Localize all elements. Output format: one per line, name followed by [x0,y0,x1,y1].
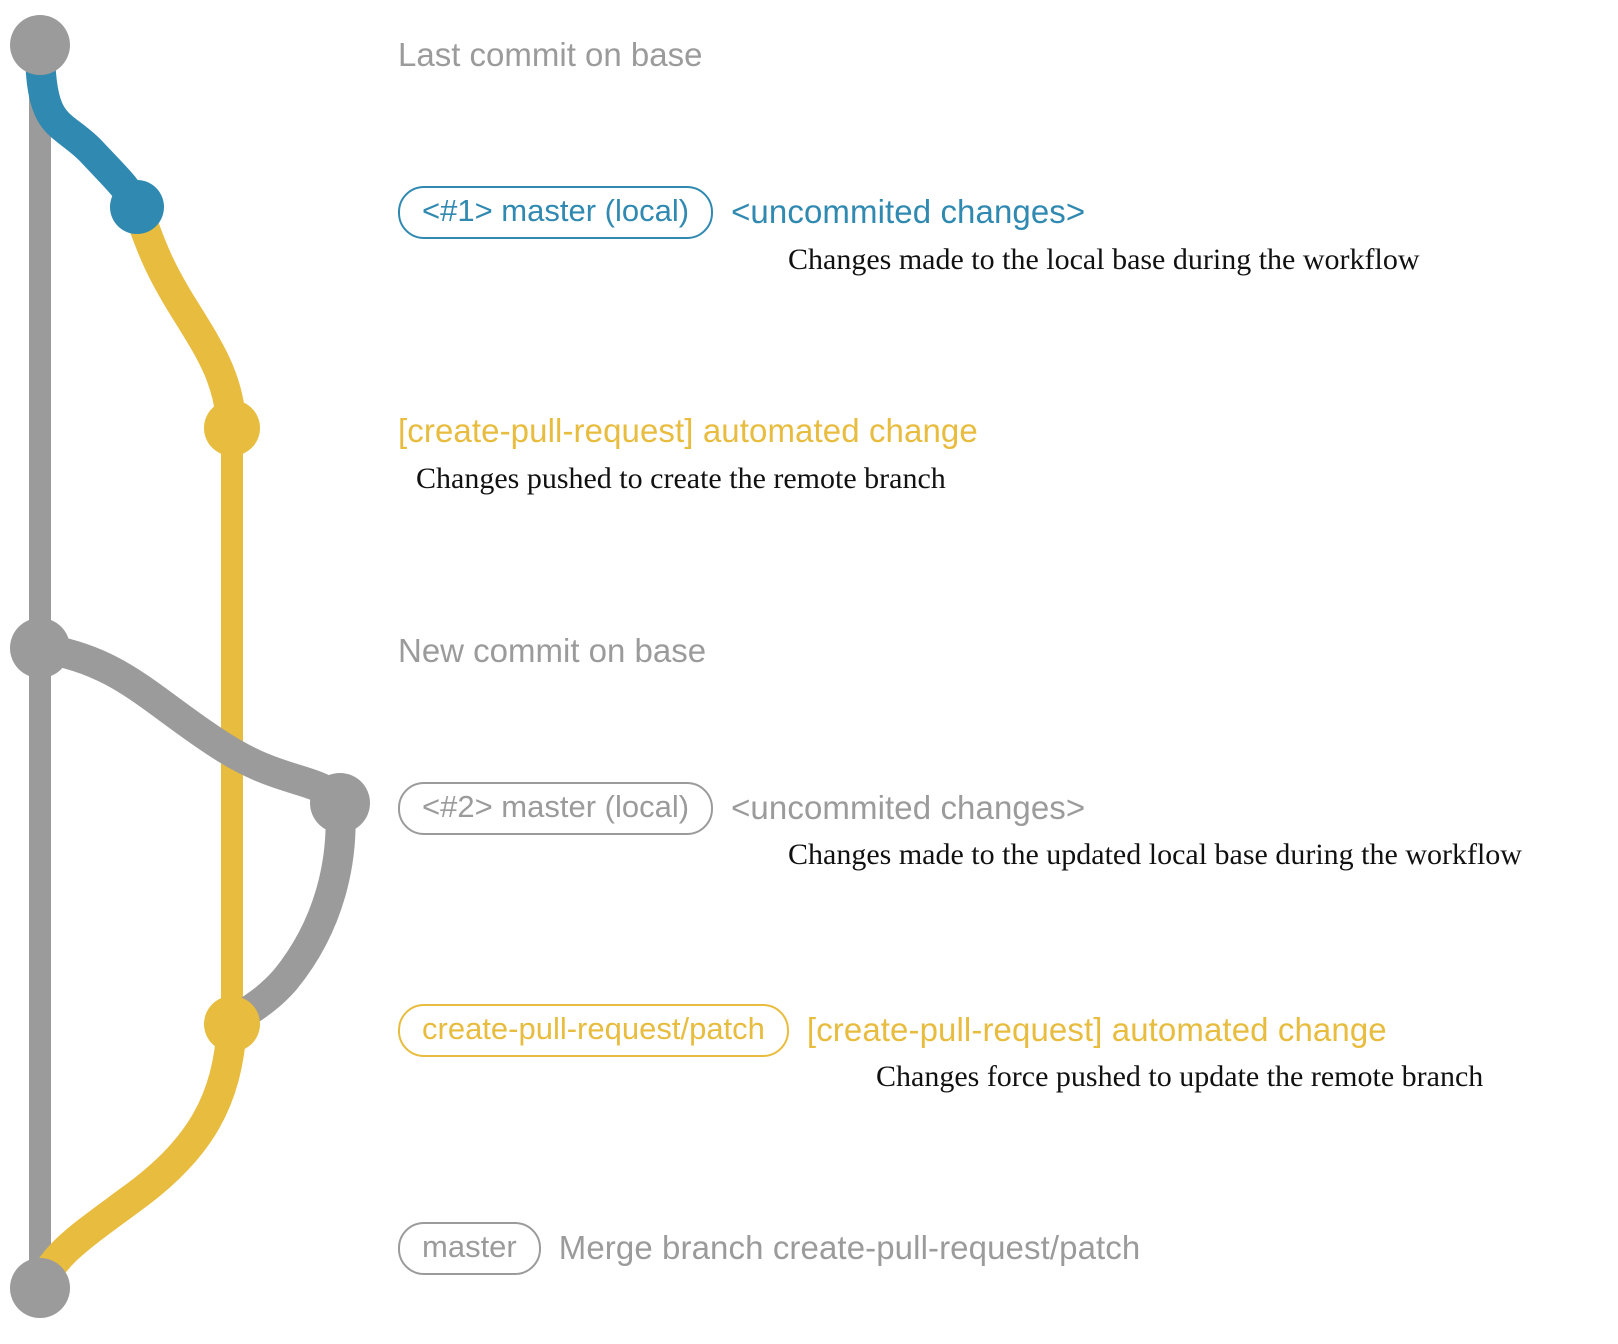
commit-node-merge[interactable] [10,1258,70,1318]
commit-node-remote-1[interactable] [204,400,260,456]
description-automated-change-2: Changes force pushed to update the remot… [876,1060,1484,1093]
branch-badge-create-pull-request-patch[interactable]: create-pull-request/patch [398,1004,789,1057]
commit-title-new-commit-on-base: New commit on base [398,632,707,669]
description-master-local-1: Changes made to the local base during th… [788,243,1420,276]
remote-branch-line-1 [122,192,247,443]
branch-badge-master[interactable]: master [398,1222,541,1275]
commit-node-base-top[interactable] [10,15,70,75]
commit-title-last-commit-on-base: Last commit on base [398,36,703,73]
commit-title-merge-branch: Merge branch create-pull-request/patch [558,1229,1141,1267]
commit-title-uncommited-changes-1: <uncommited changes> [731,193,1086,231]
description-master-local-2: Changes made to the updated local base d… [788,838,1522,871]
merge-branch-line [25,1009,247,1303]
commit-node-base-new[interactable] [10,618,70,678]
branch-badge-master-local-1[interactable]: <#1> master (local) [398,186,714,239]
local-branch-line-2 [25,633,355,818]
row-merge-commit: master Merge branch create-pull-request/… [398,1222,1140,1275]
row-master-local-1: <#1> master (local) <uncommited changes> [398,186,1085,239]
description-automated-change-1: Changes pushed to create the remote bran… [416,462,946,495]
commit-title-uncommited-changes-2: <uncommited changes> [731,789,1086,827]
commit-node-local-2[interactable] [310,773,370,833]
row-master-local-2: <#2> master (local) <uncommited changes> [398,782,1085,835]
commit-node-remote-2[interactable] [204,996,260,1052]
commit-title-automated-change-2: [create-pull-request] automated change [806,1011,1387,1049]
branch-badge-master-local-2[interactable]: <#2> master (local) [398,782,714,835]
row-automated-change-2: create-pull-request/patch [create-pull-r… [398,1004,1387,1057]
commit-node-local-1[interactable] [110,180,164,234]
row-automated-change-1: [create-pull-request] automated change [398,412,978,450]
commit-title-automated-change-1: [create-pull-request] automated change [398,412,978,449]
